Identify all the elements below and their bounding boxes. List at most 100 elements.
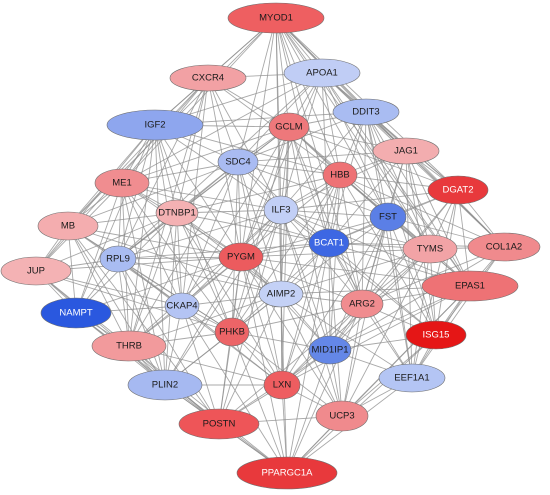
edge-mid1ip1-ppargc1a <box>286 349 331 474</box>
node-plin2[interactable]: PLIN2 <box>127 369 203 401</box>
node-shape-ilf3 <box>263 195 299 225</box>
node-tyms[interactable]: TYMS <box>402 234 458 264</box>
node-dtnbp1[interactable]: DTNBP1 <box>155 199 199 227</box>
node-label-arg2: ARG2 <box>349 299 375 310</box>
node-jag1[interactable]: JAG1 <box>372 137 440 165</box>
edge-arg2-ucp3 <box>341 303 363 417</box>
edge-jag1-tyms <box>405 150 431 250</box>
node-ckap4[interactable]: CKAP4 <box>164 292 200 320</box>
node-shape-dtnbp1 <box>155 199 199 227</box>
edge-fst-mid1ip1 <box>329 216 389 351</box>
node-col1a2[interactable]: COL1A2 <box>467 232 541 262</box>
node-shape-plin2 <box>127 369 203 401</box>
node-shape-thrb <box>91 330 167 362</box>
edge-tyms-eef1a1 <box>411 248 431 379</box>
node-myod1[interactable]: MYOD1 <box>227 2 325 34</box>
node-shape-hbb <box>322 161 358 189</box>
node-mb[interactable]: MB <box>37 211 99 241</box>
edge-dtnbp1-ckap4 <box>176 212 183 307</box>
edge-myod1-fst <box>275 17 389 218</box>
node-postn[interactable]: POSTN <box>178 408 260 440</box>
node-hbb[interactable]: HBB <box>322 161 358 189</box>
node-label-ilf3: ILF3 <box>271 205 290 216</box>
node-thrb[interactable]: THRB <box>91 330 167 362</box>
node-epas1[interactable]: EPAS1 <box>421 270 519 302</box>
node-shape-mb <box>37 211 99 241</box>
node-shape-arg2 <box>340 289 384 319</box>
edge-apoa1-me1 <box>121 72 323 184</box>
node-shape-bcat1 <box>308 228 350 258</box>
edge-hbb-col1a2 <box>339 174 505 248</box>
edge-fst-arg2 <box>361 216 389 305</box>
edge-pygm-arg2 <box>240 256 363 305</box>
edge-myod1-gclm <box>275 17 290 128</box>
node-ilf3[interactable]: ILF3 <box>263 195 299 225</box>
node-label-ucp3: UCP3 <box>329 411 354 422</box>
node-label-apoa1: APOA1 <box>306 68 338 79</box>
edge-col1a2-mid1ip1 <box>329 246 505 351</box>
edge-igf2-ilf3 <box>154 124 282 211</box>
edge-isg15-ppargc1a <box>286 334 437 474</box>
node-shape-cxcr4 <box>169 64 247 92</box>
edge-rpl9-plin2 <box>117 258 166 386</box>
node-label-postn: POSTN <box>203 419 236 430</box>
node-shape-epas1 <box>421 270 519 302</box>
edge-gclm-me1 <box>121 126 290 184</box>
edge-hbb-arg2 <box>339 174 363 305</box>
edge-gclm-bcat1 <box>288 126 330 244</box>
edge-me1-ilf3 <box>121 182 282 211</box>
node-arg2[interactable]: ARG2 <box>340 289 384 319</box>
node-mid1ip1[interactable]: MID1IP1 <box>308 335 352 365</box>
edge-dgat2-isg15 <box>435 189 459 336</box>
node-aimp2[interactable]: AIMP2 <box>258 280 304 308</box>
node-nampt[interactable]: NAMPT <box>40 297 112 329</box>
node-label-cxcr4: CXCR4 <box>192 73 224 84</box>
node-shape-isg15 <box>405 320 467 350</box>
node-shape-aimp2 <box>258 280 304 308</box>
node-label-fst: FST <box>379 212 397 223</box>
edge-cxcr4-sdc4 <box>207 77 239 163</box>
node-ppargc1a[interactable]: PPARGC1A <box>236 456 338 490</box>
node-shape-fst <box>369 202 407 232</box>
edge-dtnbp1-phkb <box>176 212 233 333</box>
node-label-dgat2: DGAT2 <box>443 185 474 196</box>
node-label-gclm: GCLM <box>275 122 303 133</box>
node-isg15[interactable]: ISG15 <box>405 320 467 350</box>
node-label-nampt: NAMPT <box>59 308 92 319</box>
node-fst[interactable]: FST <box>369 202 407 232</box>
edge-myod1-me1 <box>121 17 277 184</box>
edge-cxcr4-dtnbp1 <box>176 77 209 214</box>
node-shape-jag1 <box>372 137 440 165</box>
edge-gclm-arg2 <box>288 126 363 305</box>
node-shape-col1a2 <box>467 232 541 262</box>
node-bcat1[interactable]: BCAT1 <box>308 228 350 258</box>
node-lxn[interactable]: LXN <box>263 370 301 400</box>
edge-pygm-ppargc1a <box>240 256 288 474</box>
edge-apoa1-fst <box>321 72 389 218</box>
node-rpl9[interactable]: RPL9 <box>99 245 137 273</box>
node-shape-phkb <box>214 317 250 347</box>
node-me1[interactable]: ME1 <box>94 168 150 198</box>
node-igf2[interactable]: IGF2 <box>106 109 204 141</box>
node-ddit3[interactable]: DDIT3 <box>332 98 400 126</box>
edge-ilf3-tyms <box>280 209 431 250</box>
edge-arg2-postn <box>218 303 363 425</box>
node-sdc4[interactable]: SDC4 <box>217 148 259 176</box>
edge-rpl9-aimp2 <box>117 258 282 295</box>
node-ucp3[interactable]: UCP3 <box>315 400 369 432</box>
node-shape-ucp3 <box>315 400 369 432</box>
edge-bcat1-isg15 <box>328 242 437 336</box>
node-label-plin2: PLIN2 <box>152 380 178 391</box>
edge-ddit3-eef1a1 <box>365 111 413 379</box>
node-eef1a1[interactable]: EEF1A1 <box>378 363 446 393</box>
node-gclm[interactable]: GCLM <box>268 112 310 142</box>
node-apoa1[interactable]: APOA1 <box>283 58 361 88</box>
node-cxcr4[interactable]: CXCR4 <box>169 64 247 92</box>
node-jup[interactable]: JUP <box>0 256 72 286</box>
node-pygm[interactable]: PYGM <box>218 242 264 272</box>
node-dgat2[interactable]: DGAT2 <box>427 175 489 205</box>
node-phkb[interactable]: PHKB <box>214 317 250 347</box>
edge-me1-bcat1 <box>121 182 330 244</box>
node-shape-jup <box>0 256 72 286</box>
node-shape-ppargc1a <box>236 456 338 490</box>
